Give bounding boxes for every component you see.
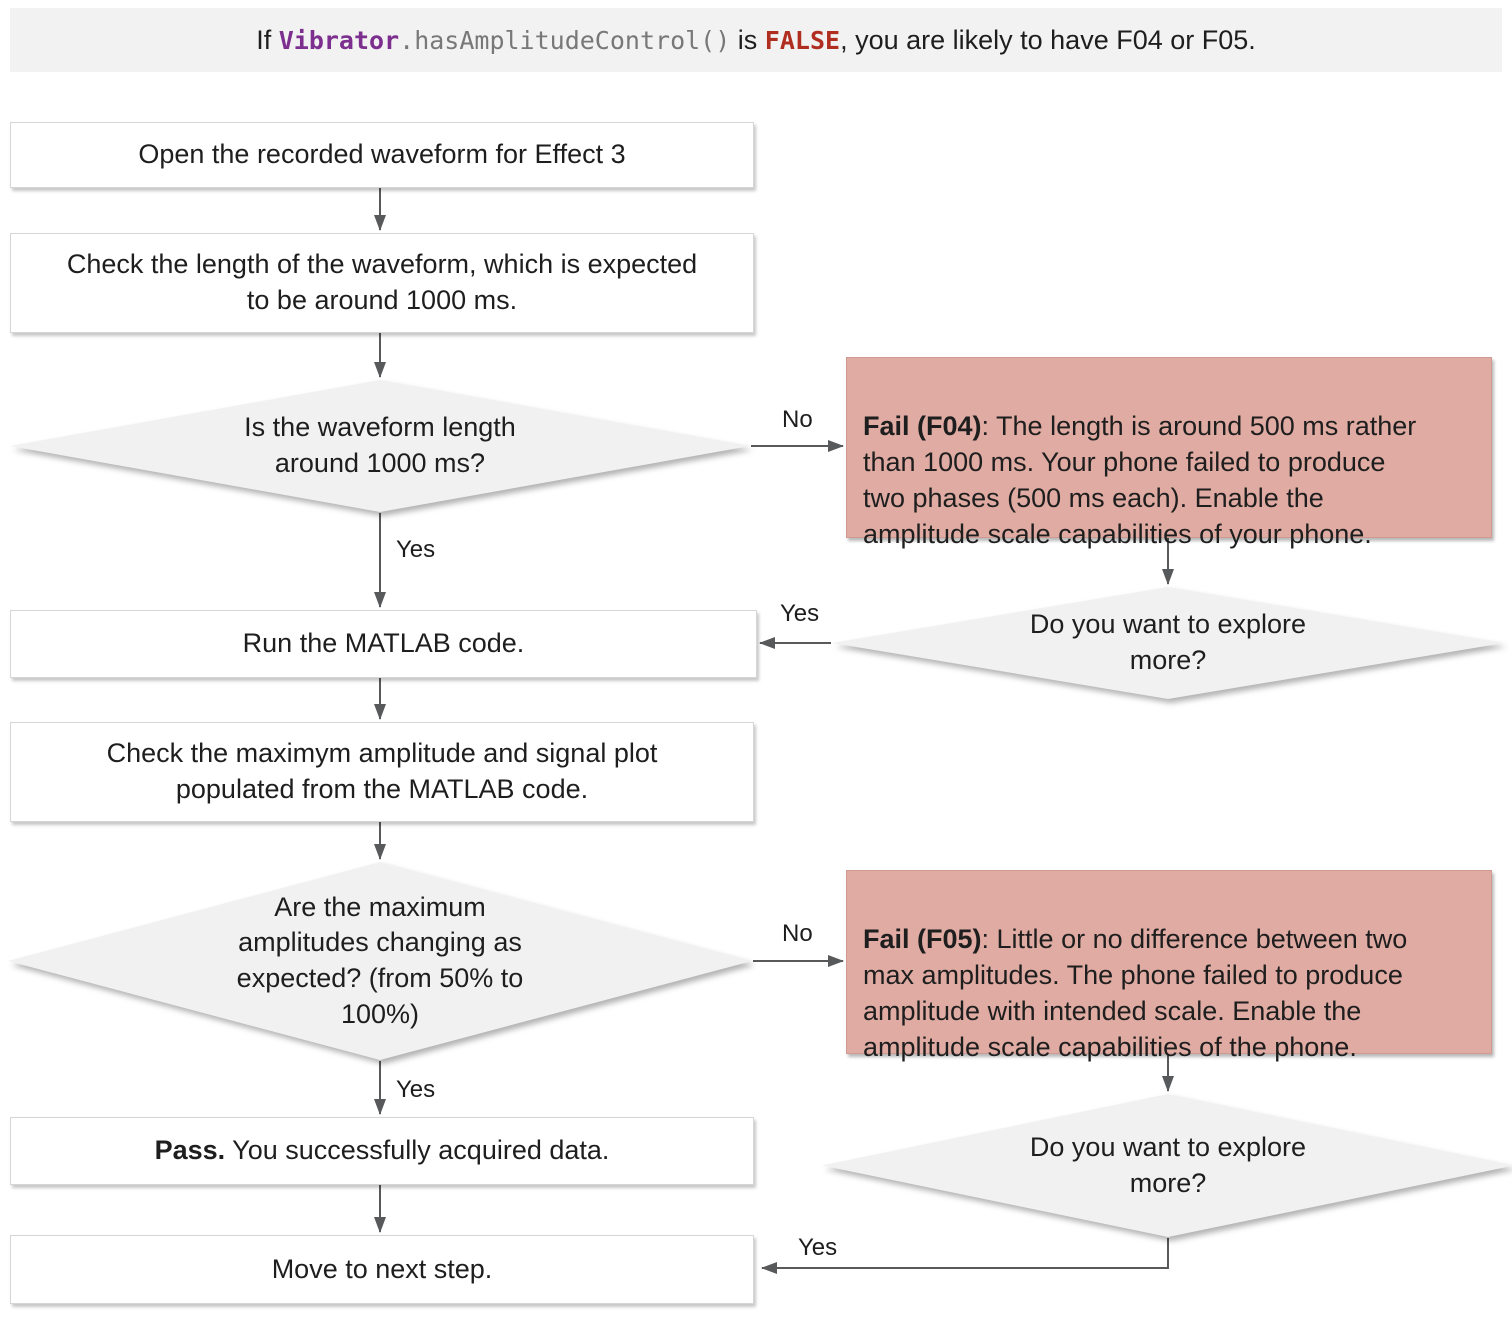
edge-label-no-length: No [782, 406, 813, 433]
banner-code-method: .hasAmplitudeControl() [399, 25, 731, 55]
node-step-run-matlab: Run the MATLAB code. [10, 610, 757, 678]
pass-bold-text: Pass. [154, 1135, 226, 1166]
node-step-next: Move to next step. [10, 1235, 754, 1304]
node-pass: Pass. You successfully acquired data. [10, 1117, 754, 1185]
node-decision-length: Is the waveform length around 1000 ms? [10, 380, 750, 512]
edge-label-yes-explore-1: Yes [780, 600, 820, 627]
node-fail-f04: Fail (F04): The length is around 500 ms … [846, 357, 1492, 549]
node-step-check-length: Check the length of the waveform, which … [10, 233, 754, 333]
banner: If Vibrator.hasAmplitudeControl() is FAL… [10, 8, 1502, 72]
decision-length-text: Is the waveform length around 1000 ms? [10, 380, 750, 512]
decision-explore-2-text: Do you want to explore more? [822, 1094, 1512, 1237]
fail-f04-rest-text: : The length is around 500 ms rather tha… [863, 410, 1417, 549]
node-step-open: Open the recorded waveform for Effect 3 [10, 122, 754, 188]
banner-text-suffix: , you are likely to have F04 or F05. [840, 24, 1256, 55]
banner-text-prefix: If [256, 24, 279, 55]
fail-f05-bold-text: Fail (F05) [863, 923, 982, 954]
edge-label-yes-amplitude: Yes [396, 1076, 436, 1103]
decision-amplitude-text: Are the maximum amplitudes changing as e… [8, 862, 752, 1060]
node-decision-explore-2: Do you want to explore more? [822, 1094, 1512, 1237]
node-fail-f05: Fail (F05): Little or no difference betw… [846, 870, 1492, 1062]
banner-text-is: is [730, 24, 765, 55]
node-step-check-amplitude: Check the maximym amplitude and signal p… [10, 722, 754, 822]
decision-explore-1-text: Do you want to explore more? [832, 587, 1504, 699]
node-decision-explore-1: Do you want to explore more? [832, 587, 1504, 699]
node-decision-amplitude: Are the maximum amplitudes changing as e… [8, 862, 752, 1060]
banner-code-false: FALSE [764, 25, 841, 55]
pass-rest-text: You successfully acquired data. [225, 1135, 610, 1166]
fail-f05-rest-text: : Little or no difference between two ma… [863, 923, 1408, 1062]
fail-f04-bold-text: Fail (F04) [863, 410, 982, 441]
edge-label-no-amplitude: No [782, 920, 813, 947]
edge-label-yes-explore-2: Yes [798, 1234, 838, 1261]
banner-code-object: Vibrator [278, 25, 400, 55]
edge-label-yes-length: Yes [396, 536, 436, 563]
